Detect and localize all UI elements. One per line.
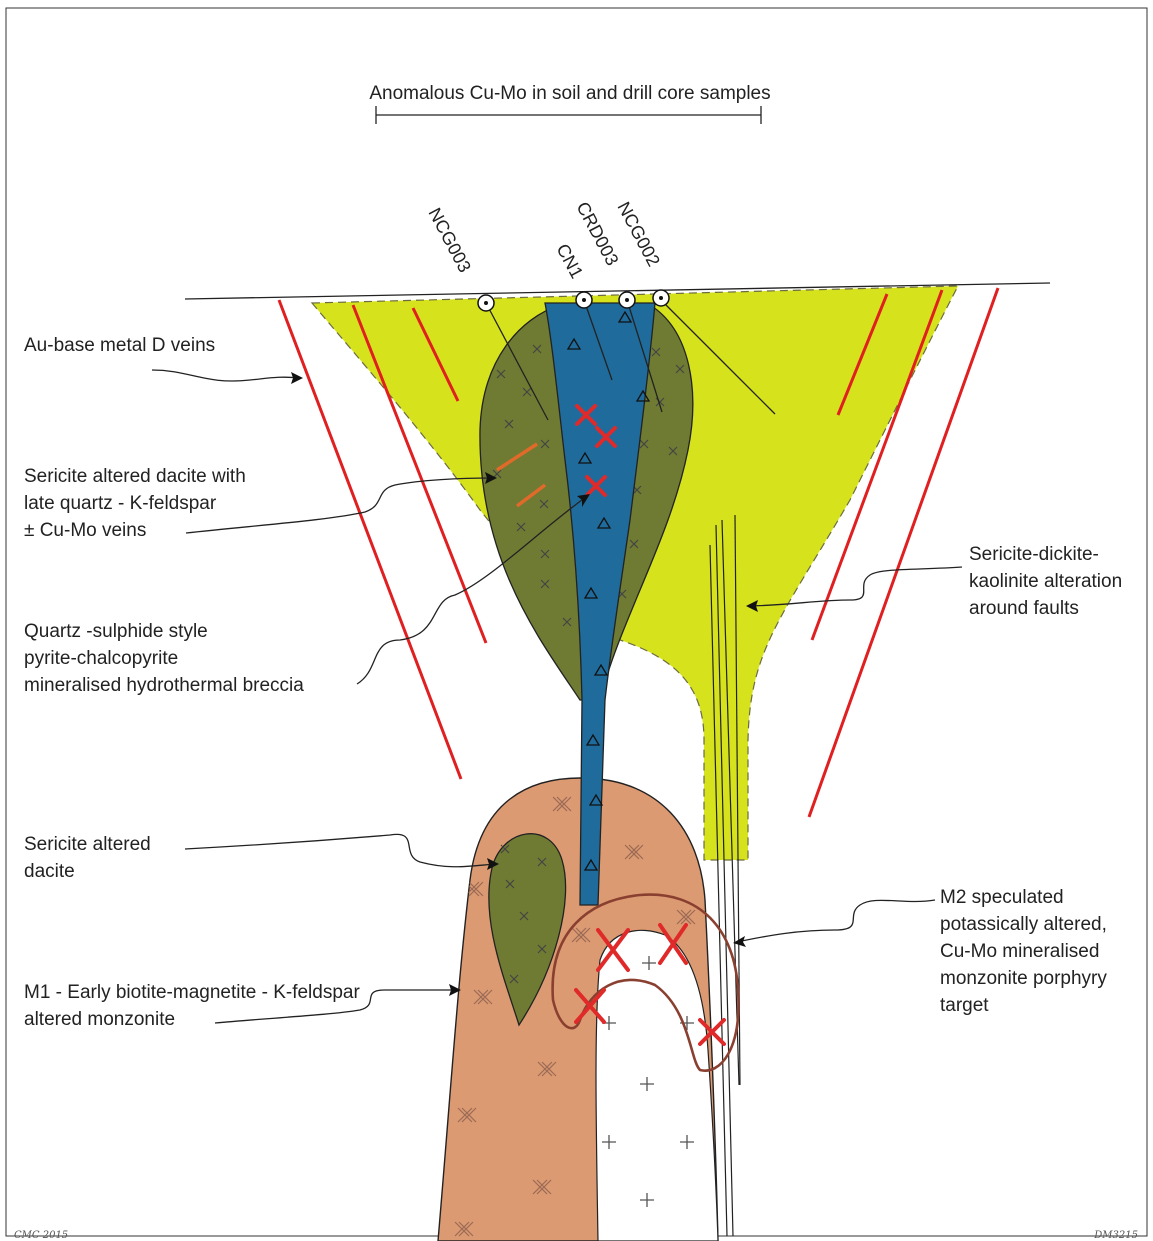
label-au-veins: Au-base metal D veins [24, 335, 215, 356]
label-breccia: Quartz -sulphide style pyrite-chalcopyri… [24, 621, 304, 696]
label-sericite-dickite: Sericite-dickite- kaolinite alteration a… [969, 544, 1127, 619]
anomaly-range-bar [376, 106, 761, 124]
label-m1: M1 - Early biotite-magnetite - K-feldspa… [24, 982, 365, 1030]
drillhole-label-cn1: CN1 [552, 240, 587, 281]
footer-right: DM3215 [1093, 1230, 1138, 1241]
top-label: Anomalous Cu-Mo in soil and drill core s… [369, 83, 770, 104]
label-m2: M2 speculated potassically altered, Cu-M… [940, 887, 1112, 1016]
footer-left: CMC 2015 [14, 1230, 68, 1241]
drillhole-label-ncg003: NCG003 [424, 204, 475, 275]
label-sericite-dacite: Sericite altered dacite [24, 834, 156, 882]
